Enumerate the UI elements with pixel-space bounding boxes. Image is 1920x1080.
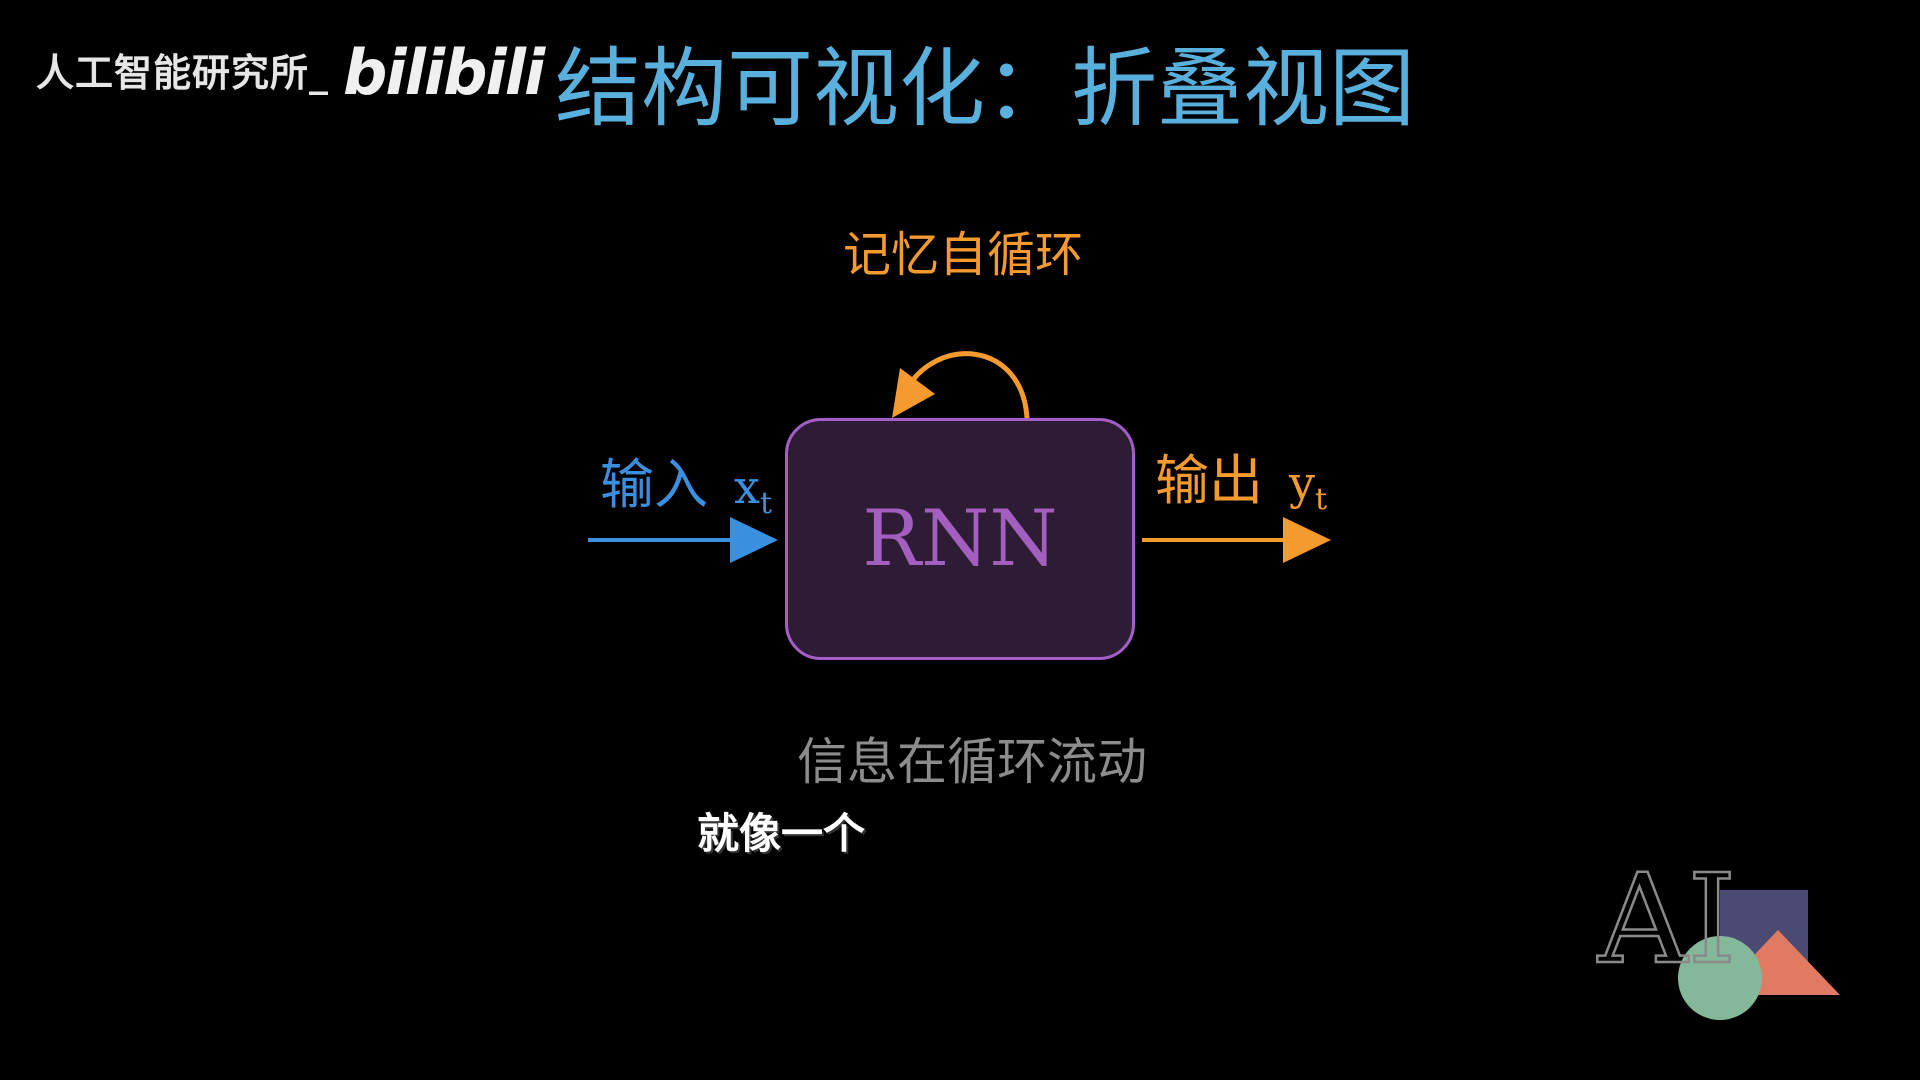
- self-loop-arc: [902, 351, 1030, 419]
- input-variable: xt: [734, 460, 773, 521]
- watermark: 人工智能研究所_ bilibili: [36, 36, 545, 109]
- output-variable: yt: [1289, 456, 1328, 517]
- slide-title: 结构可视化：折叠视图: [555, 39, 1415, 139]
- video-subtitle: 就像一个: [697, 809, 866, 858]
- rnn-node: RNN: [785, 418, 1135, 660]
- input-text: 输入: [600, 453, 708, 516]
- logo-circle: [1678, 936, 1762, 1020]
- watermark-text: 人工智能研究所_: [36, 51, 330, 95]
- output-label: 输出 yt: [1155, 436, 1327, 517]
- loop-label: 记忆自循环: [843, 227, 1084, 283]
- self-loop-arrowhead: [892, 368, 935, 418]
- rnn-node-label: RNN: [862, 494, 1058, 584]
- bilibili-logo: bilibili: [343, 36, 545, 109]
- diagram-caption: 信息在循环流动: [797, 733, 1147, 791]
- output-arrowhead: [1283, 517, 1331, 563]
- output-text: 输出: [1155, 449, 1263, 512]
- input-arrowhead: [730, 517, 778, 563]
- ai-logo: AI: [1596, 850, 1840, 1020]
- input-label: 输入 xt: [600, 440, 772, 521]
- logo-text: AI: [1597, 850, 1737, 992]
